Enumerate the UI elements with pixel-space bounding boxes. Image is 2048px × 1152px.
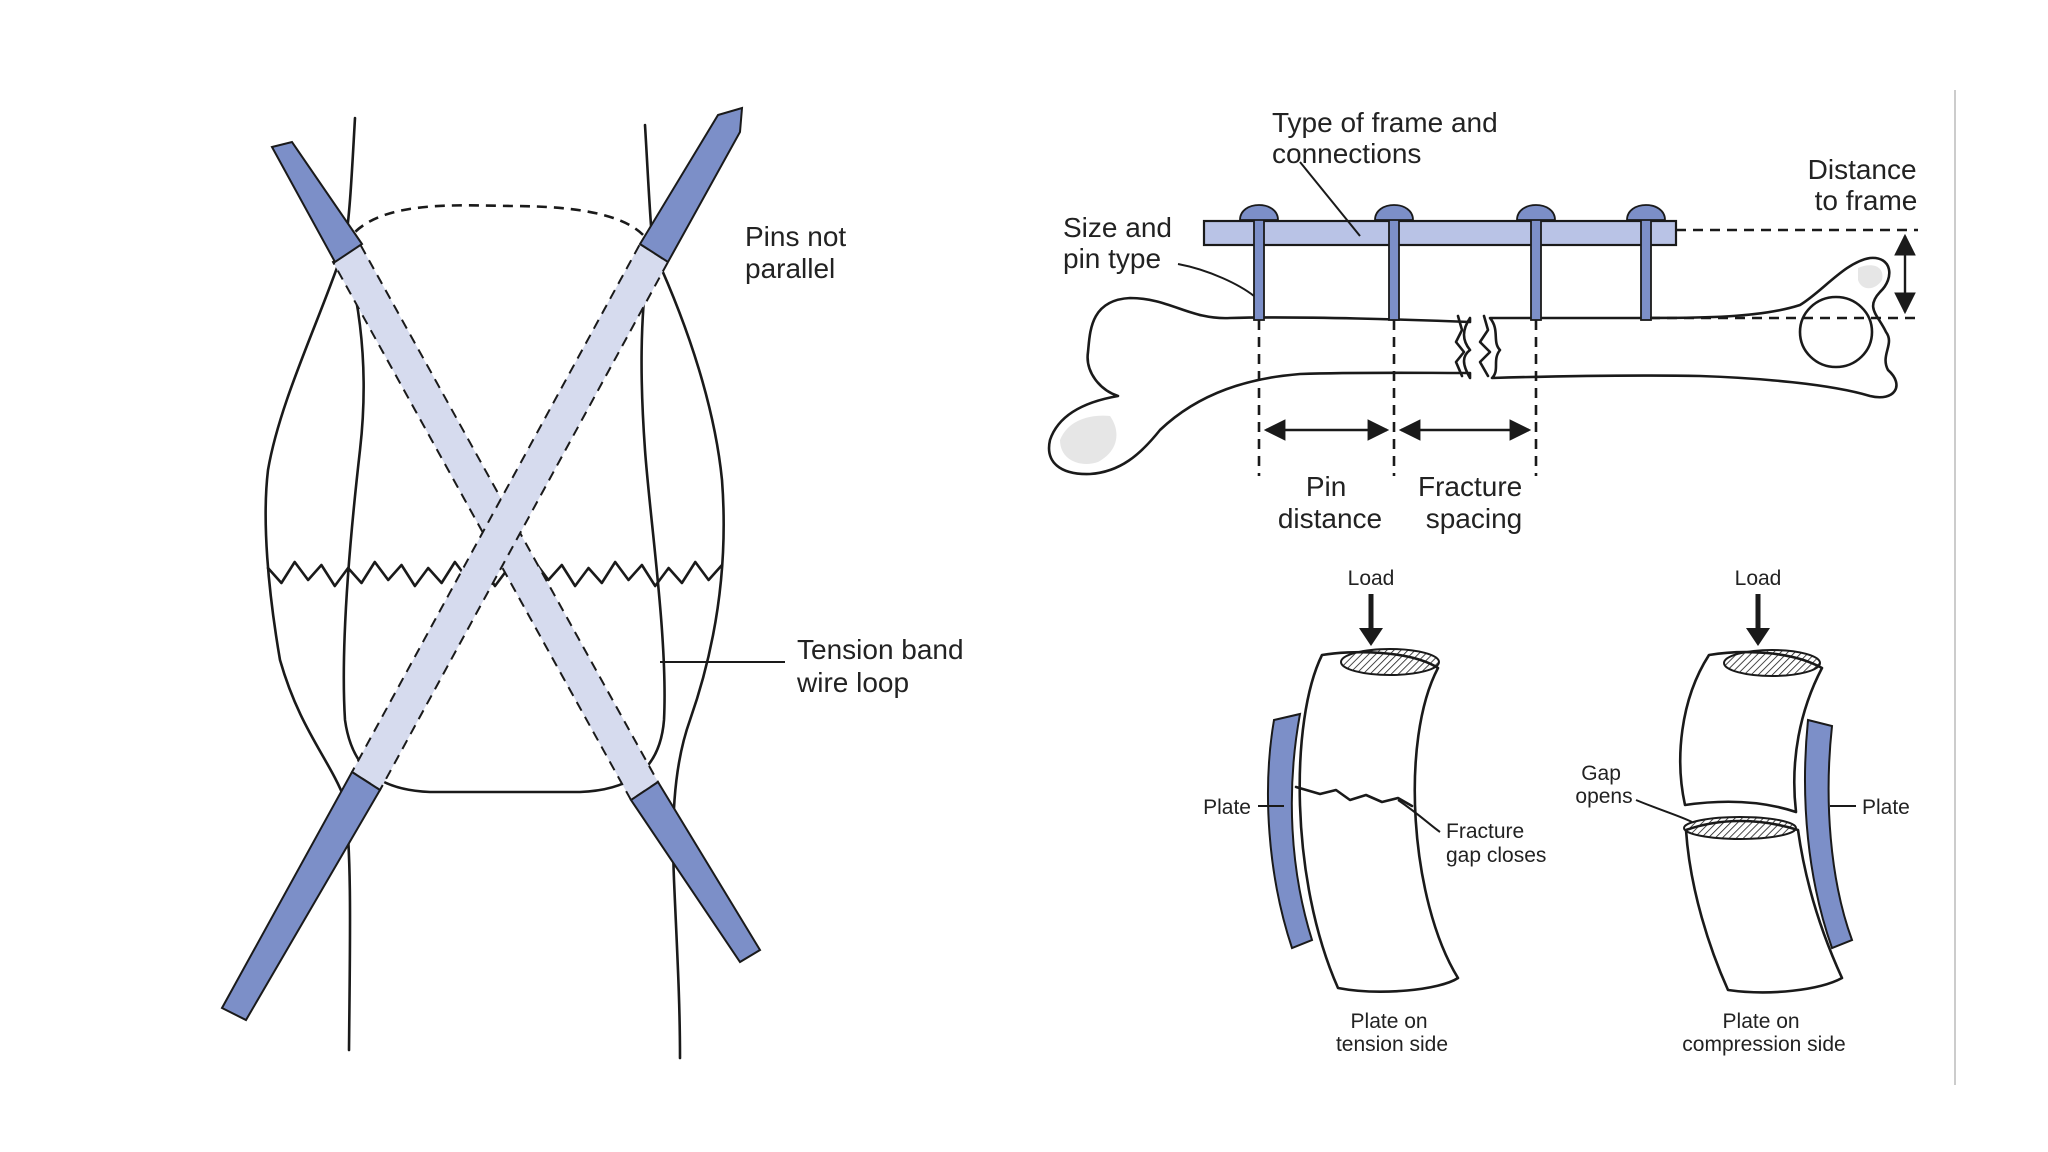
load-label-compression: Load	[1735, 567, 1782, 590]
compression-side-panel: Load Plate Gap opens Plate on compressio…	[1575, 567, 1909, 1056]
caption-tension: Plate on tension side	[1336, 1010, 1448, 1056]
tension-band-panel: Pins not parallel Tension band wire loop	[220, 106, 971, 1060]
distance-label: Distance to frame	[1808, 154, 1925, 216]
load-label-tension: Load	[1348, 567, 1395, 590]
fracture-spacing-label-line-1: Fracture	[1418, 471, 1522, 502]
fracture-line-tension	[1294, 785, 1414, 808]
fixator-pins	[1239, 204, 1666, 321]
femur-left-fragment	[1047, 296, 1472, 476]
load-arrowhead-tension	[1359, 628, 1383, 646]
tension-side-panel: Load Plate Fracture gap closes Plate on …	[1203, 567, 1546, 1056]
load-arrowhead-compression	[1746, 628, 1770, 646]
pin-2-tail	[220, 770, 382, 1022]
cut-surface-compression	[1723, 649, 1821, 677]
femur-fracture-left	[1454, 314, 1466, 378]
external-fixator-panel: Type of frame and connections Size and p…	[1047, 107, 1925, 534]
fixator-pin-3-head	[1516, 204, 1556, 221]
fixator-pin-4-shaft	[1640, 213, 1652, 321]
wire-label: Tension band wire loop	[796, 634, 971, 698]
fixator-pin-1-head	[1239, 204, 1279, 221]
fixator-pin-2	[1374, 204, 1414, 321]
femur-right-shade	[1858, 265, 1883, 289]
gap-label: Gap opens	[1575, 762, 1632, 808]
cut-surface-tension	[1340, 648, 1440, 676]
pins-label-line-1: Pins not	[745, 221, 846, 252]
wire-label-line-2: wire loop	[796, 667, 909, 698]
frame-label-line-1: Type of frame and	[1272, 107, 1498, 138]
fragment-outline	[342, 260, 666, 794]
bone-segment-tension	[1298, 650, 1460, 993]
pin-distance-label-line-1: Pin	[1306, 471, 1346, 502]
fixator-pin-3-shaft	[1530, 213, 1542, 321]
fixator-pin-2-head	[1374, 204, 1414, 221]
gap-leader-compression	[1635, 799, 1693, 823]
bone-upper-compression	[1678, 650, 1824, 814]
femur-head	[1798, 295, 1874, 369]
caption-tension-line-2: tension side	[1336, 1033, 1448, 1056]
gap-label-line-2: opens	[1575, 785, 1632, 808]
pins-label-line-2: parallel	[745, 253, 835, 284]
caption-compression: Plate on compression side	[1682, 1010, 1845, 1056]
gap-surface-compression	[1683, 816, 1797, 840]
pin-distance-label-line-2: distance	[1278, 503, 1382, 534]
pin-type-label-line-1: Size and	[1063, 212, 1172, 243]
wire-label-line-1: Tension band	[797, 634, 964, 665]
fracture-label-line-1: Fracture	[1446, 820, 1524, 843]
fixator-frame-bar	[1202, 219, 1678, 247]
fixator-pin-4-head	[1626, 204, 1666, 221]
pin-type-label-line-2: pin type	[1063, 243, 1161, 274]
caption-compression-line-2: compression side	[1682, 1033, 1845, 1056]
fracture-label-tension: Fracture gap closes	[1446, 820, 1546, 867]
pin-type-leader	[1177, 263, 1255, 297]
pin-1-tip	[270, 140, 364, 264]
plate-tension	[1267, 712, 1314, 950]
frame-label-line-2: connections	[1272, 138, 1421, 169]
femur-left-shade	[1060, 415, 1117, 464]
gap-label-line-1: Gap	[1581, 762, 1621, 785]
femur-right-fragment	[1488, 256, 1898, 399]
pin-distance-label: Pin distance	[1278, 471, 1382, 534]
proximal-dashed-outline	[343, 204, 655, 251]
femur-fracture-right	[1478, 314, 1492, 378]
fracture-spacing-label-line-2: spacing	[1426, 503, 1523, 534]
fracture-leader-tension	[1397, 799, 1441, 833]
fracture-line	[266, 560, 724, 588]
distance-label-line-2: to frame	[1815, 185, 1918, 216]
pin-2-tip	[638, 106, 744, 264]
plate-compression	[1804, 718, 1854, 950]
fixator-pin-2-shaft	[1388, 213, 1400, 321]
fracture-label-line-2: gap closes	[1446, 844, 1546, 867]
distance-label-line-1: Distance	[1808, 154, 1917, 185]
pin-1-tail	[629, 780, 762, 964]
plate-label-tension: Plate	[1203, 796, 1251, 819]
pin-2	[220, 106, 744, 1022]
pin-type-label: Size and pin type	[1063, 212, 1180, 274]
fixator-pin-1-shaft	[1253, 213, 1265, 321]
fracture-spacing-label: Fracture spacing	[1418, 471, 1530, 534]
caption-tension-line-1: Plate on	[1351, 1010, 1428, 1033]
caption-compression-line-1: Plate on	[1723, 1010, 1800, 1033]
pins-label: Pins not parallel	[745, 221, 854, 284]
fixator-pin-4	[1626, 204, 1666, 321]
frame-leader	[1299, 161, 1361, 237]
fixator-pin-1	[1239, 204, 1279, 321]
frame-label: Type of frame and connections	[1272, 107, 1505, 169]
plate-label-compression: Plate	[1862, 796, 1910, 819]
